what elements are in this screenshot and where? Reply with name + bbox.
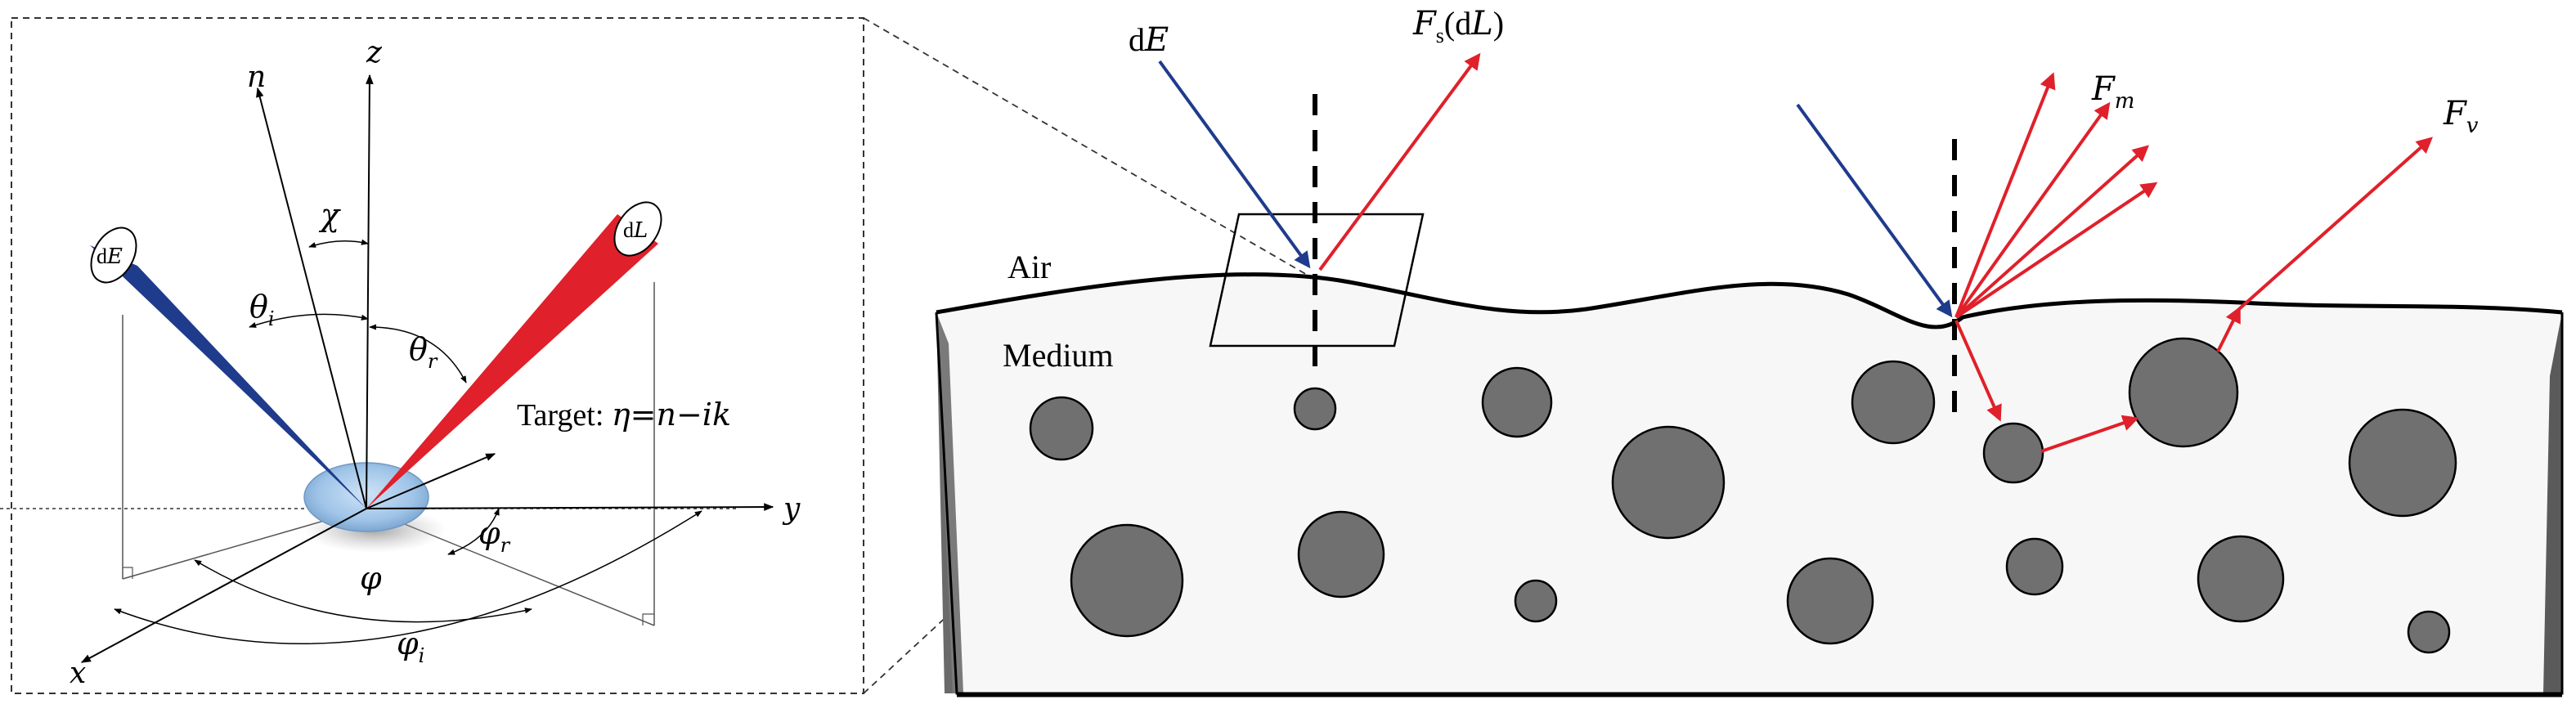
reflected-cone (366, 214, 658, 509)
inset-incident-label: dE (96, 244, 123, 269)
medium-left-edge-shade (936, 312, 963, 693)
inset-panel: z n y x χ θi θr φ φr φi dE dL Target: η=… (0, 17, 864, 694)
zoom-line-top (863, 17, 1313, 279)
incident-ray-right (1796, 103, 1953, 318)
reflected-cone-cap (613, 201, 662, 257)
medium-right-edge (2543, 312, 2562, 693)
z-axis (366, 74, 374, 509)
theta-i-arc (249, 313, 369, 328)
chi-arc (308, 239, 369, 248)
volume-ray-1 (1954, 320, 2002, 422)
theta-r-arc (369, 324, 467, 383)
scatterer (1786, 557, 1874, 645)
phi-i-label: φi (397, 626, 424, 667)
volume-ray-2 (2040, 415, 2139, 453)
fv-label: Fv (2443, 95, 2479, 138)
phi-i-arc (114, 510, 702, 644)
theta-r-label: θr (409, 331, 438, 373)
scatterer (2407, 610, 2451, 654)
phi-label: φ (360, 560, 382, 596)
target-normal-arrow (366, 453, 496, 509)
x-axis-label: x (70, 657, 86, 690)
scatterer (2197, 535, 2285, 623)
scatterer (1514, 579, 1558, 623)
scatterer (1982, 422, 2044, 484)
surface-ray-fm-4 (1954, 182, 2158, 319)
chi-label: χ (318, 197, 341, 233)
incident-label: dE (1129, 21, 1169, 59)
fm-label: Fm (2091, 70, 2134, 114)
surface-ray-fm-3 (1954, 145, 2149, 319)
scatterer (1297, 510, 1385, 599)
incident-ray-left (1158, 60, 1311, 269)
scatterer (2005, 537, 2064, 596)
scatterer (2348, 408, 2457, 518)
y-axis-label: y (782, 492, 801, 526)
theta-i-label: θi (249, 289, 275, 330)
medium-body (936, 274, 2562, 693)
scatterer (1611, 425, 1726, 540)
x-axis (80, 508, 367, 663)
scatterer (1851, 360, 1936, 445)
volume-ray-3 (2216, 306, 2241, 352)
incident-cone (90, 245, 366, 509)
volume-ray-fv (2237, 137, 2433, 311)
scatterer (2128, 337, 2239, 448)
z-axis-label: z (366, 36, 383, 70)
target-label: Target: η=n−ik (517, 397, 731, 433)
phi-r-label: φr (478, 515, 511, 557)
scatterer (1070, 523, 1184, 638)
scatterers (1029, 337, 2457, 654)
medium-label: Medium (1003, 337, 1114, 374)
medium-panel: dE Fs(dL) Fm Fv Air Medium (935, 5, 2564, 697)
surface-ray-fm-2 (1954, 101, 2111, 319)
scatterer (1293, 387, 1337, 431)
air-label: Air (1008, 249, 1051, 285)
inset-reflected-label: dL (623, 218, 648, 243)
scatterer (1481, 366, 1553, 438)
n-axis-label: n (247, 61, 266, 94)
incident-cone-cap (90, 226, 137, 284)
surface-ray-fm-1 (1954, 72, 2056, 318)
inset-frame (11, 17, 864, 694)
n-axis (256, 87, 367, 509)
fs-label: Fs(dL) (1412, 5, 1504, 47)
specular-ray-fs (1318, 52, 1481, 271)
y-axis (366, 503, 774, 511)
scatterer (1029, 396, 1094, 461)
